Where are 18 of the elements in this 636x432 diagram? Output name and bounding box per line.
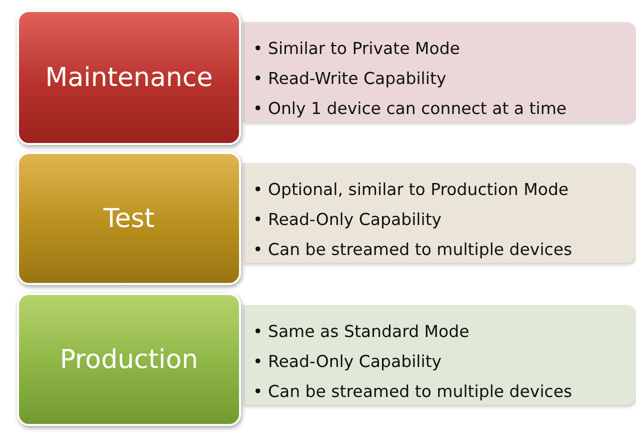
bullet-item: • Similar to Private Mode [253,38,461,60]
bullet-item: • Optional, similar to Production Mode [253,179,570,201]
mode-box [17,293,241,426]
mode-title: Test [103,204,155,234]
description-panel [243,163,636,263]
bullet-item: • Read-Only Capability [253,351,443,373]
bullet-item: • Same as Standard Mode [253,321,470,343]
bullet-item: • Can be streamed to multiple devices [253,239,574,261]
bullet-item: • Only 1 device can connect at a time [253,98,568,120]
mode-title: Maintenance [45,62,213,92]
description-panel [243,305,636,405]
mode-box [17,10,241,145]
bullet-item: • Read-Only Capability [253,209,443,231]
mode-box [17,152,241,285]
bullet-item: • Read-Write Capability [253,68,448,90]
bullet-item: • Can be streamed to multiple devices [253,381,574,403]
mode-title: Production [60,344,198,374]
description-panel [243,22,636,122]
